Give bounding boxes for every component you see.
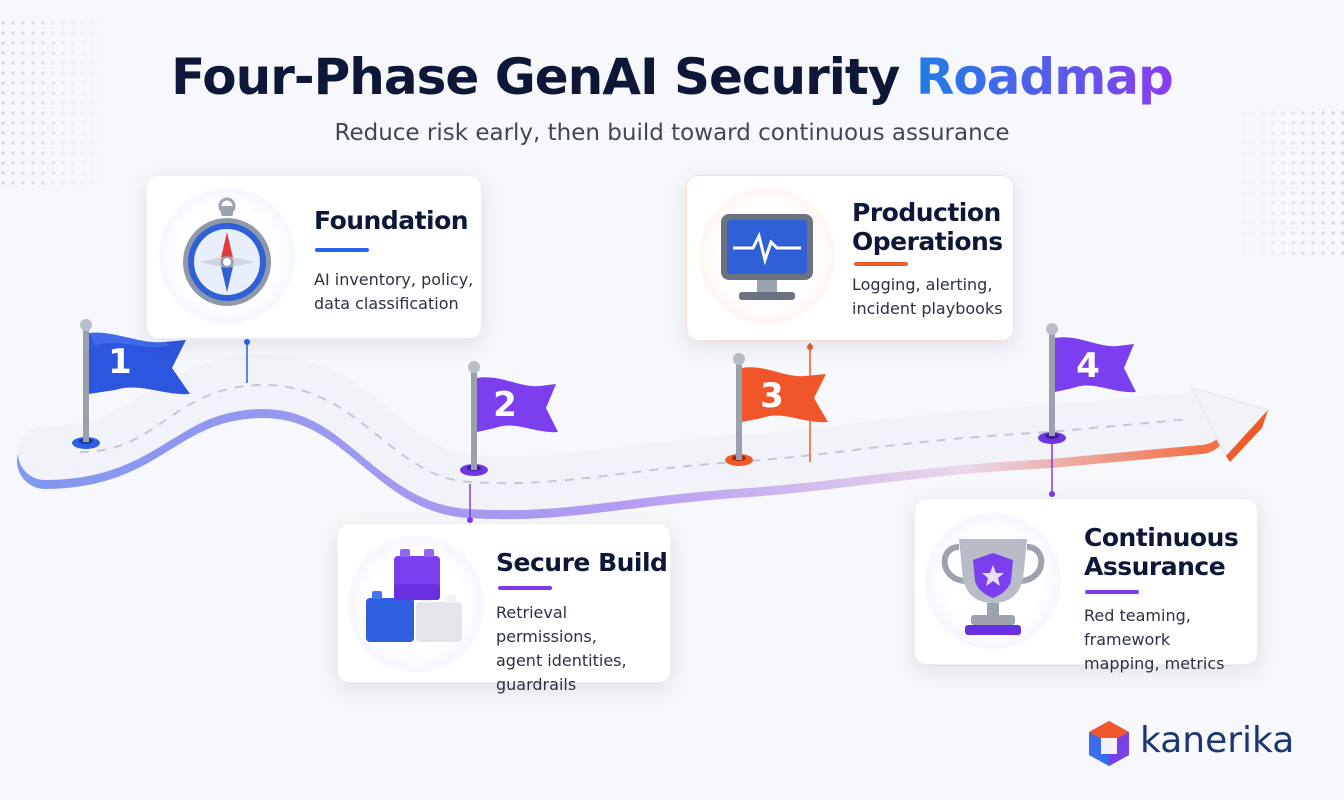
phase-accent-bar [1085, 590, 1139, 594]
trophy-shield-icon [925, 513, 1061, 649]
phase-description: AI inventory, policy, data classificatio… [314, 268, 473, 316]
desc-line: incident playbooks [852, 299, 1003, 318]
phase-description: Logging, alerting, incident playbooks [852, 273, 1003, 321]
desc-line: Logging, alerting, [852, 275, 993, 294]
phase-accent-bar [315, 248, 369, 252]
kanerika-logo-mark [1089, 721, 1129, 766]
phase-title: Secure Build [496, 548, 668, 577]
dot-pattern-right [1230, 110, 1344, 260]
monitor-heartbeat-icon [699, 188, 835, 324]
phase-card-production-operations: Production Operations Logging, alerting,… [686, 175, 1014, 341]
flag-phase-1 [72, 319, 190, 449]
desc-line: agent identities, [496, 651, 627, 670]
title-main: Four-Phase GenAI Security [171, 48, 900, 106]
desc-line: Retrieval permissions, [496, 603, 597, 646]
flag-number-2: 2 [493, 385, 517, 425]
compass-icon [159, 188, 295, 324]
flag-number-4: 4 [1076, 346, 1100, 386]
title-line: Production [852, 198, 1001, 227]
brand-name: kanerika [1140, 720, 1295, 761]
phase-description: Retrieval permissions, agent identities,… [496, 601, 670, 697]
desc-line: guardrails [496, 675, 577, 694]
page-subtitle: Reduce risk early, then build toward con… [334, 120, 1010, 146]
desc-line: AI inventory, policy, [314, 270, 474, 289]
desc-line: mapping, metrics [1084, 654, 1225, 673]
page-title: Four-Phase GenAI Security Roadmap [0, 48, 1344, 106]
phase-card-foundation: Foundation AI inventory, policy, data cl… [146, 175, 482, 339]
phase-title: Production Operations [852, 198, 1003, 256]
flag-number-1: 1 [108, 342, 132, 382]
dot-pattern-left [0, 20, 110, 190]
phase-card-secure-build: Secure Build Retrieval permissions, agen… [337, 523, 671, 694]
flag-phase-4 [1038, 323, 1136, 444]
phase-accent-bar [498, 586, 552, 590]
title-line: Continuous [1084, 523, 1239, 552]
phase-title: Foundation [314, 206, 469, 235]
flag-phase-2 [460, 361, 558, 476]
building-blocks-icon [348, 536, 484, 672]
title-highlight: Roadmap [915, 48, 1174, 106]
title-line: Assurance [1084, 552, 1226, 581]
phase-card-continuous-assurance: Continuous Assurance Red teaming, framew… [914, 498, 1258, 673]
phase-accent-bar [854, 262, 908, 266]
desc-line: data classification [314, 294, 459, 313]
title-line: Operations [852, 227, 1003, 256]
kanerika-logo: kanerika [1084, 716, 1314, 772]
phase-description: Red teaming, framework mapping, metrics [1084, 604, 1257, 676]
phase-title: Continuous Assurance [1084, 523, 1239, 581]
flag-phase-3 [725, 353, 828, 466]
flag-number-3: 3 [760, 376, 784, 416]
desc-line: Red teaming, framework [1084, 606, 1191, 649]
